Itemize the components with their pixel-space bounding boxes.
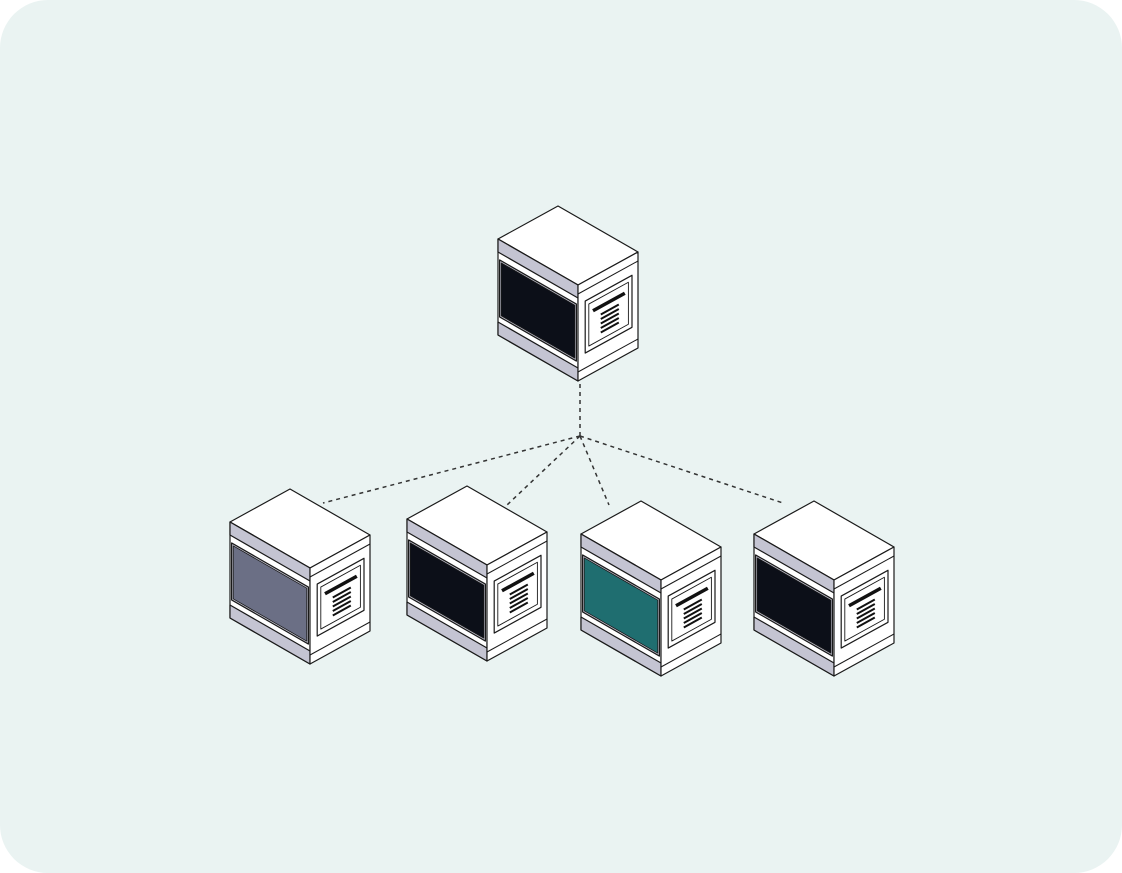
- document-heading-line: [324, 574, 358, 596]
- document-text-line: [683, 612, 703, 624]
- document-text-line: [509, 592, 529, 605]
- document-text-line: [600, 303, 620, 316]
- document-text-line: [509, 601, 529, 614]
- side-line-top: [577, 260, 639, 295]
- document-text-line: [600, 317, 620, 329]
- document-text-line: [509, 588, 529, 600]
- document-text-line: [683, 607, 703, 620]
- side-line-top: [833, 555, 895, 590]
- document-text-line: [856, 616, 876, 629]
- side-line-bottom: [833, 633, 895, 668]
- document-text-line: [683, 603, 703, 615]
- dashed-link-child-4: [579, 435, 784, 504]
- connection-links: [322, 382, 784, 506]
- screen-panel: [756, 557, 832, 654]
- dashed-link-child-2: [506, 435, 581, 506]
- document-heading-line: [848, 586, 882, 608]
- document-text-line: [683, 616, 703, 629]
- screen-panel: [232, 545, 308, 642]
- document-text-line: [600, 308, 620, 320]
- server-child-server-4: [753, 500, 895, 677]
- side-line-bottom: [486, 618, 548, 653]
- document-text-line: [332, 604, 352, 617]
- side-line-top: [486, 540, 548, 575]
- document-heading-line: [675, 586, 709, 608]
- document-text-line: [332, 591, 352, 603]
- document-text-line: [509, 597, 529, 609]
- document-text-line: [856, 612, 876, 624]
- document-heading-line: [501, 571, 535, 593]
- side-line-bottom: [577, 338, 639, 373]
- document-text-line: [509, 583, 529, 596]
- document-text-line: [600, 321, 620, 334]
- side-line-top: [309, 543, 371, 578]
- dashed-link-child-3: [579, 435, 610, 506]
- side-line-top: [660, 555, 722, 590]
- document-text-line: [600, 312, 620, 325]
- side-line-bottom: [660, 633, 722, 668]
- document-text-line: [332, 595, 352, 608]
- screen-panel: [500, 262, 576, 359]
- document-heading-line: [592, 291, 626, 313]
- screen-panel: [409, 542, 485, 639]
- document-text-line: [332, 586, 352, 599]
- document-text-line: [856, 607, 876, 620]
- dashed-link-child-1: [322, 435, 581, 504]
- screen-panel: [583, 557, 659, 654]
- server-parent-server: [497, 205, 639, 382]
- document-text-line: [332, 600, 352, 612]
- document-text-line: [683, 598, 703, 611]
- server-child-server-2: [406, 485, 548, 662]
- document-text-line: [856, 598, 876, 611]
- server-child-server-3: [580, 500, 722, 677]
- document-text-line: [856, 603, 876, 615]
- side-line-bottom: [309, 621, 371, 656]
- server-child-server-1: [229, 488, 371, 665]
